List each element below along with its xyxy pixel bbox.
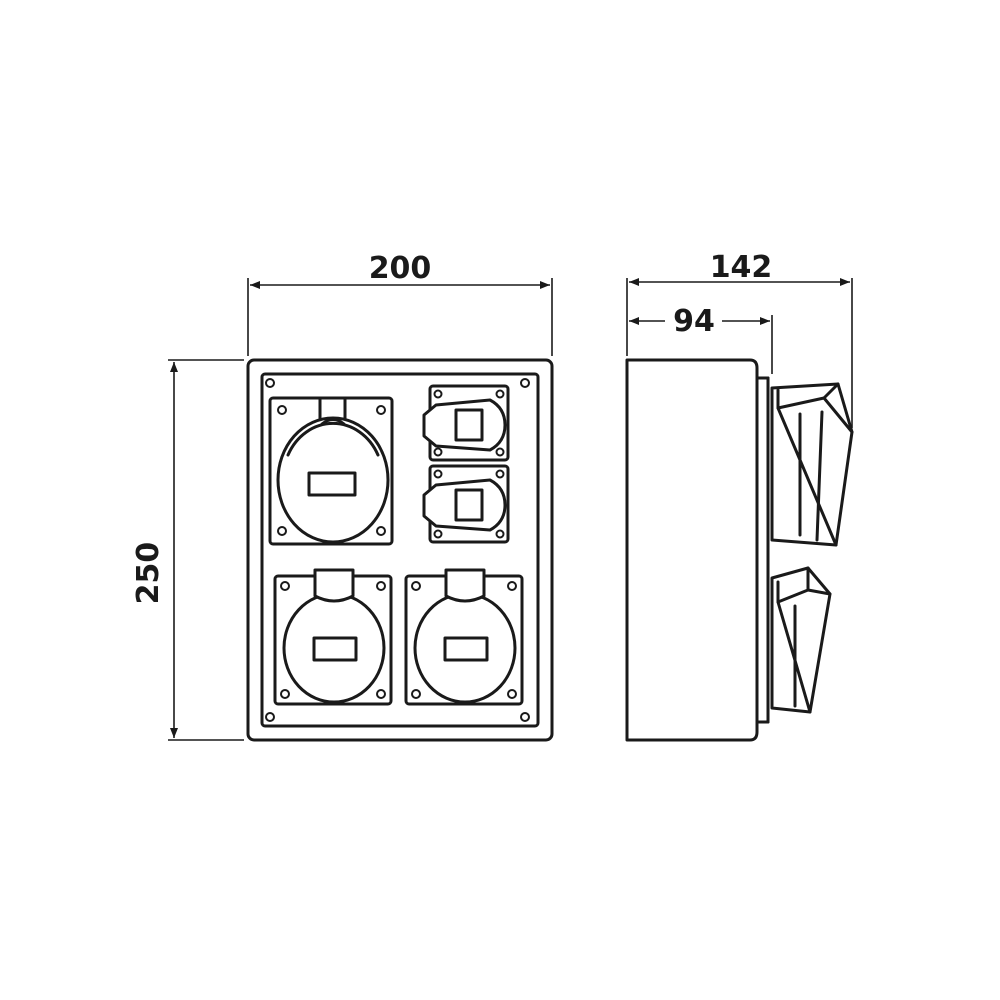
dimension-front-height: 250: [131, 359, 244, 741]
side-total-depth-label: 142: [710, 250, 773, 285]
bottom-left-socket: [273, 568, 393, 706]
dimension-front-width: 200: [247, 251, 553, 356]
side-view: [625, 358, 854, 742]
side-socket-upper: [770, 382, 854, 547]
socket-label-slot: [312, 636, 358, 662]
panel-screws: [265, 378, 530, 722]
socket-label-slot: [443, 636, 489, 662]
small-socket-lower: [422, 464, 510, 544]
side-socket-lower: [770, 566, 832, 714]
front-panel: [260, 372, 540, 728]
dimension-side-body-depth: 94: [629, 304, 773, 374]
socket-label-slot: [307, 471, 357, 497]
bottom-right-socket: [404, 568, 524, 706]
enclosure-front: [246, 358, 554, 742]
front-width-label: 200: [369, 251, 432, 286]
front-height-label: 250: [131, 542, 166, 605]
dimension-side-total-depth: 142: [626, 250, 853, 428]
large-socket-outlet: [268, 396, 394, 546]
small-socket-upper: [422, 384, 510, 462]
enclosure-side: [625, 358, 759, 742]
side-body-depth-label: 94: [673, 304, 715, 339]
front-view: [246, 358, 554, 742]
